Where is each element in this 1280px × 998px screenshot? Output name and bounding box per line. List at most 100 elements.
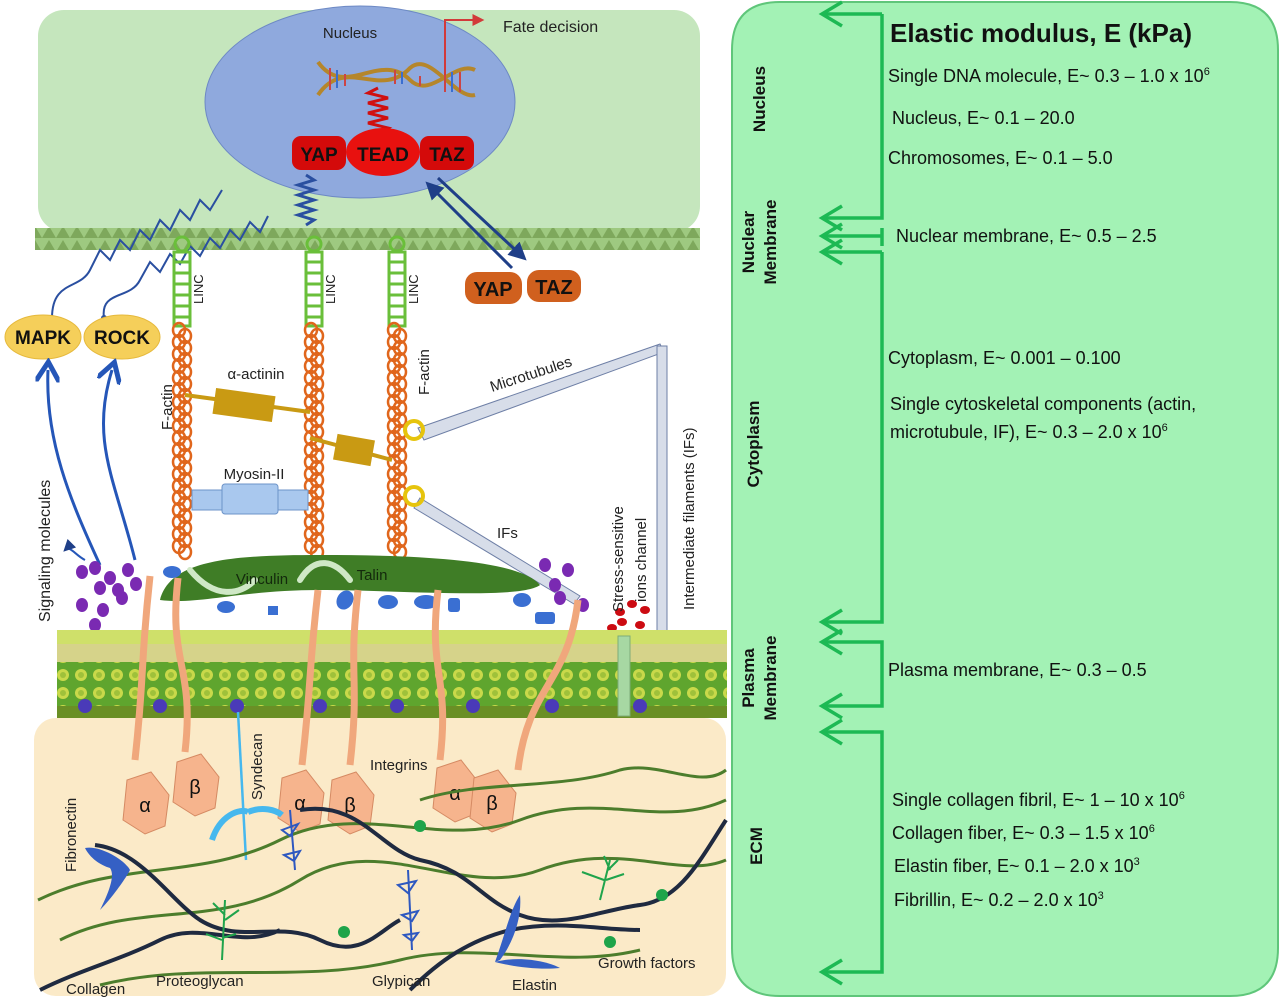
ecm-bracket — [818, 718, 884, 986]
elastin-fiber — [37, 798, 727, 902]
section-label-ecm: ECM — [747, 827, 766, 865]
signaling-molecule — [130, 577, 142, 591]
section-label-plasma-line1: Plasma — [739, 648, 758, 708]
linc-complex: LINC — [304, 235, 338, 328]
stress-channel-label-2: ions channel — [633, 518, 650, 602]
signaling-molecule — [76, 565, 88, 579]
yap-taz-export-arrow — [436, 176, 527, 261]
integrin-stalk — [346, 589, 362, 766]
collagen-label: Collagen — [66, 981, 125, 998]
fate-decision-arrow — [444, 14, 485, 75]
modulus-exponent: 6 — [1148, 823, 1155, 835]
taz-cyto-label: TAZ — [535, 277, 572, 299]
modulus-entry-text: microtubule, IF), E~ 0.3 – 2.0 x 10 — [890, 422, 1162, 442]
ion — [635, 621, 645, 629]
integrins-label: Integrins — [370, 757, 428, 774]
section-label-nuclear-line2: Membrane — [761, 199, 780, 285]
modulus-exponent: 6 — [1161, 422, 1168, 434]
cytoplasm-bracket — [818, 238, 884, 636]
stress-channel-label-1: Stress-sensitive — [610, 506, 627, 612]
f-actin-filament — [303, 321, 325, 561]
modulus-entry: Cytoplasm, E~ 0.001 – 0.100 — [888, 348, 1121, 369]
bracket-arrowhead-icon — [818, 0, 843, 28]
rock-signal-wave — [102, 215, 269, 319]
signaling-molecule — [97, 603, 109, 617]
bracket-arrowhead-icon — [818, 958, 843, 986]
integrin-alpha-subunit: α — [277, 769, 325, 833]
modulus-entry-text: Single DNA molecule, E~ 0.3 – 1.0 x 10 — [888, 66, 1204, 86]
cell-mechanics-diagram: Nucleus Fate decision YAP TEAD TAZ YAP — [4, 5, 728, 998]
elastic-modulus-panel: Elastic modulus, E (kPa) Nucleus Nuclear… — [730, 0, 1280, 998]
plasma-membrane-bracket — [818, 628, 884, 720]
panel-background — [731, 0, 1279, 997]
talin-label: Talin — [357, 567, 388, 584]
yap-nuclear-label: YAP — [300, 145, 338, 166]
svg-text:α: α — [449, 783, 461, 805]
membrane-protein — [78, 699, 92, 713]
myosin-label: Myosin-II — [224, 466, 285, 483]
adaptor-proteins — [163, 566, 555, 624]
signaling-molecule — [89, 618, 101, 632]
modulus-entry: Single cytoskeletal components (actin, — [890, 394, 1196, 415]
bracket-arrowhead-icon — [818, 238, 843, 266]
signaling-molecule — [539, 558, 551, 572]
modulus-entry: microtubule, IF), E~ 0.3 – 2.0 x 106 — [890, 422, 1168, 443]
modulus-entry-text: Elastin fiber, E~ 0.1 – 2.0 x 10 — [894, 856, 1134, 876]
rock-node: ROCK — [83, 314, 161, 360]
ion — [615, 608, 625, 616]
modulus-exponent: 3 — [1133, 856, 1140, 868]
f-actin-filament — [386, 321, 408, 561]
membrane-protein — [545, 699, 559, 713]
f-actin-label-left: F-actin — [159, 384, 176, 430]
intermediate-filaments-label: Intermediate filaments (IFs) — [681, 427, 698, 610]
fate-decision-label: Fate decision — [503, 19, 598, 36]
modulus-entry: Chromosomes, E~ 0.1 – 5.0 — [888, 148, 1113, 169]
collagen-fiber — [299, 806, 728, 923]
signaling-molecule — [94, 581, 106, 595]
modulus-entry-text: Collagen fiber, E~ 0.3 – 1.5 x 10 — [892, 823, 1149, 843]
modulus-entry-text: Nucleus, E~ 0.1 – 20.0 — [892, 108, 1075, 128]
membrane-protein — [153, 699, 167, 713]
modulus-entry: Collagen fiber, E~ 0.3 – 1.5 x 106 — [892, 823, 1155, 844]
integrin-stalk — [298, 589, 322, 766]
svg-text:β: β — [189, 777, 201, 799]
nuclear-envelope — [35, 228, 700, 250]
alpha-actinin — [184, 387, 393, 467]
elastin-fiber — [419, 766, 727, 802]
signal-to-mapk-arrow — [48, 370, 102, 566]
integrin-stalk — [172, 577, 191, 753]
signaling-molecule — [116, 591, 128, 605]
modulus-entry: Elastin fiber, E~ 0.1 – 2.0 x 103 — [894, 856, 1140, 877]
yap-taz-import-arrow — [425, 181, 514, 270]
mapk-signal-wave — [51, 189, 223, 319]
vinculin-label: Vinculin — [236, 571, 288, 588]
alpha-actinin-label: α-actinin — [227, 366, 284, 383]
collagen-fiber — [39, 928, 281, 992]
modulus-entry-text: Cytoplasm, E~ 0.001 – 0.100 — [888, 348, 1121, 368]
signaling-molecule — [89, 561, 101, 575]
tead-label: TEAD — [357, 145, 409, 166]
panel-title: Elastic modulus, E (kPa) — [890, 18, 1192, 48]
linc-nucleus-spring — [292, 173, 320, 227]
linc-label: LINC — [406, 274, 421, 304]
bracket-arrowhead-icon — [818, 692, 843, 720]
signaling-molecule — [562, 563, 574, 577]
signaling-molecule — [122, 563, 134, 577]
syndecan-label: Syndecan — [249, 733, 266, 800]
myosin-ii — [191, 483, 309, 515]
modulus-entry: Plasma membrane, E~ 0.3 – 0.5 — [888, 660, 1147, 681]
membrane-protein — [313, 699, 327, 713]
ion — [617, 618, 627, 626]
section-label-nuclear-line1: Nuclear — [739, 210, 758, 274]
signaling-molecule — [104, 571, 116, 585]
modulus-entry-text: Plasma membrane, E~ 0.3 – 0.5 — [888, 660, 1147, 680]
svg-text:α: α — [139, 795, 151, 817]
ion — [627, 600, 637, 608]
membrane-protein — [230, 699, 244, 713]
integrin-stalk — [131, 575, 154, 761]
fibronectin-label: Fibronectin — [63, 798, 80, 872]
taz-nuclear-label: TAZ — [429, 145, 465, 166]
growth-factors — [338, 820, 668, 948]
membrane-protein — [390, 699, 404, 713]
